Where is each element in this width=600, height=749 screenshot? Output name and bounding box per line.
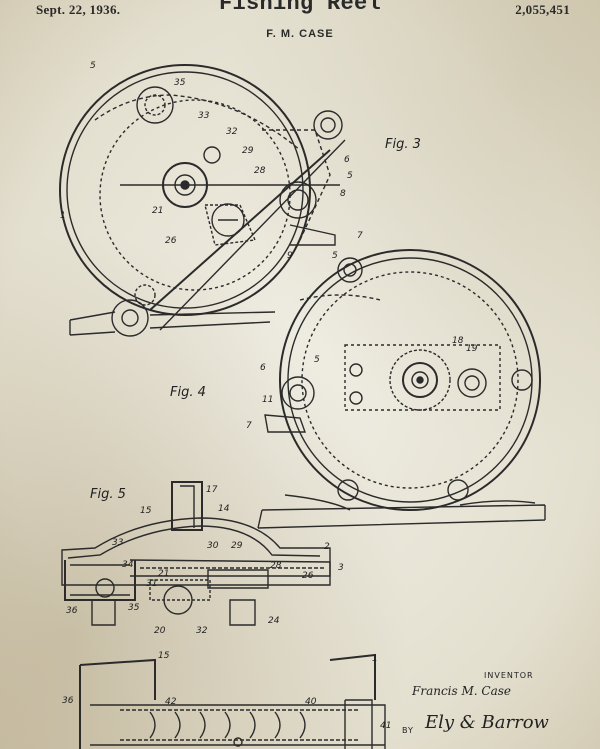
lower-label: 40: [305, 697, 317, 707]
patent-date: Sept. 22, 1936.: [36, 2, 121, 17]
fig4-reel-drawing: [257, 249, 546, 529]
fig3-label: 6: [344, 155, 350, 165]
fig3-label: 5: [332, 251, 338, 261]
fig3-label: 5: [90, 61, 96, 71]
fig5-label: 26: [302, 571, 314, 581]
attorney-signature: Ely & Barrow: [424, 712, 550, 733]
patent-title: Fishing Reel: [218, 0, 382, 16]
fig5-label: 3: [338, 563, 344, 573]
fig3-caption: Fig. 3: [385, 137, 421, 152]
inventor-name: Francis M. Case: [411, 684, 511, 698]
fig3-label: 26: [165, 236, 177, 246]
lower-label: 42: [165, 697, 177, 707]
lower-label: 15: [158, 651, 170, 661]
fig5-label: 32: [196, 626, 208, 636]
fig3-label: 5: [347, 171, 353, 181]
fig3-label: 21: [152, 206, 163, 216]
fig5-label: 30: [207, 541, 219, 551]
fig3-label: 33: [198, 111, 210, 121]
fig5-label: 31: [146, 579, 157, 589]
fig5-label: 36: [66, 606, 78, 616]
fig4-label: 5: [314, 355, 320, 365]
fig5-part-labels: 17 14 15 33 30 29 2 34 21 28 31 26 3 36 …: [66, 485, 344, 636]
inventor-caption: INVENTOR: [484, 671, 534, 680]
patent-number: 2,055,451: [515, 2, 570, 17]
fig3-part-labels: 5 35 33 32 29 28 6 5 8 21 26 7 9 1 5: [60, 61, 363, 261]
lower-part-labels: 15 1 36 42 40 41: [62, 651, 391, 731]
fig5-label: 28: [270, 561, 282, 571]
fig4-label: 6: [260, 363, 266, 373]
fig3-label: 1: [60, 211, 66, 221]
fig3-reel-drawing: [59, 64, 346, 337]
fig3-label: 32: [226, 127, 238, 137]
fig4-label: 11: [262, 395, 273, 405]
fig3-label: 8: [340, 189, 346, 199]
fig4-caption: Fig. 4: [170, 385, 206, 400]
fig5-label: 24: [268, 616, 280, 626]
fig5-label: 34: [122, 560, 134, 570]
lower-section-drawing: [79, 653, 386, 749]
fig4-label: 7: [246, 421, 252, 431]
fig5-label: 35: [128, 603, 140, 613]
fig5-label: 2: [324, 542, 330, 552]
signature-block: INVENTOR Francis M. Case BY Ely & Barrow: [402, 671, 550, 735]
fig5-label: 20: [154, 626, 166, 636]
fig3-label: 35: [174, 78, 186, 88]
lower-label: 36: [62, 696, 74, 706]
inventor-initials: F. M. CASE: [266, 28, 334, 40]
fig4-part-labels: 18 19 5 6 11 7: [246, 336, 478, 431]
fig4-label: 19: [466, 344, 478, 354]
fig5-label: 21: [158, 569, 169, 579]
fig5-label: 17: [206, 485, 218, 495]
by-caption: BY: [402, 726, 414, 735]
fig4-label: 18: [452, 336, 464, 346]
fig5-section-drawing: [61, 481, 331, 626]
fig5-label: 29: [231, 541, 243, 551]
fig3-label: 28: [254, 166, 266, 176]
fig5-caption: Fig. 5: [90, 487, 126, 502]
fig3-label: 7: [357, 231, 363, 241]
fig3-label: 9: [287, 251, 293, 261]
lower-label: 41: [380, 721, 391, 731]
lower-label: 1: [372, 654, 378, 664]
fig5-label: 33: [112, 538, 124, 548]
fig3-label: 29: [242, 146, 254, 156]
fig5-label: 14: [218, 504, 230, 514]
fig5-label: 15: [140, 506, 152, 516]
